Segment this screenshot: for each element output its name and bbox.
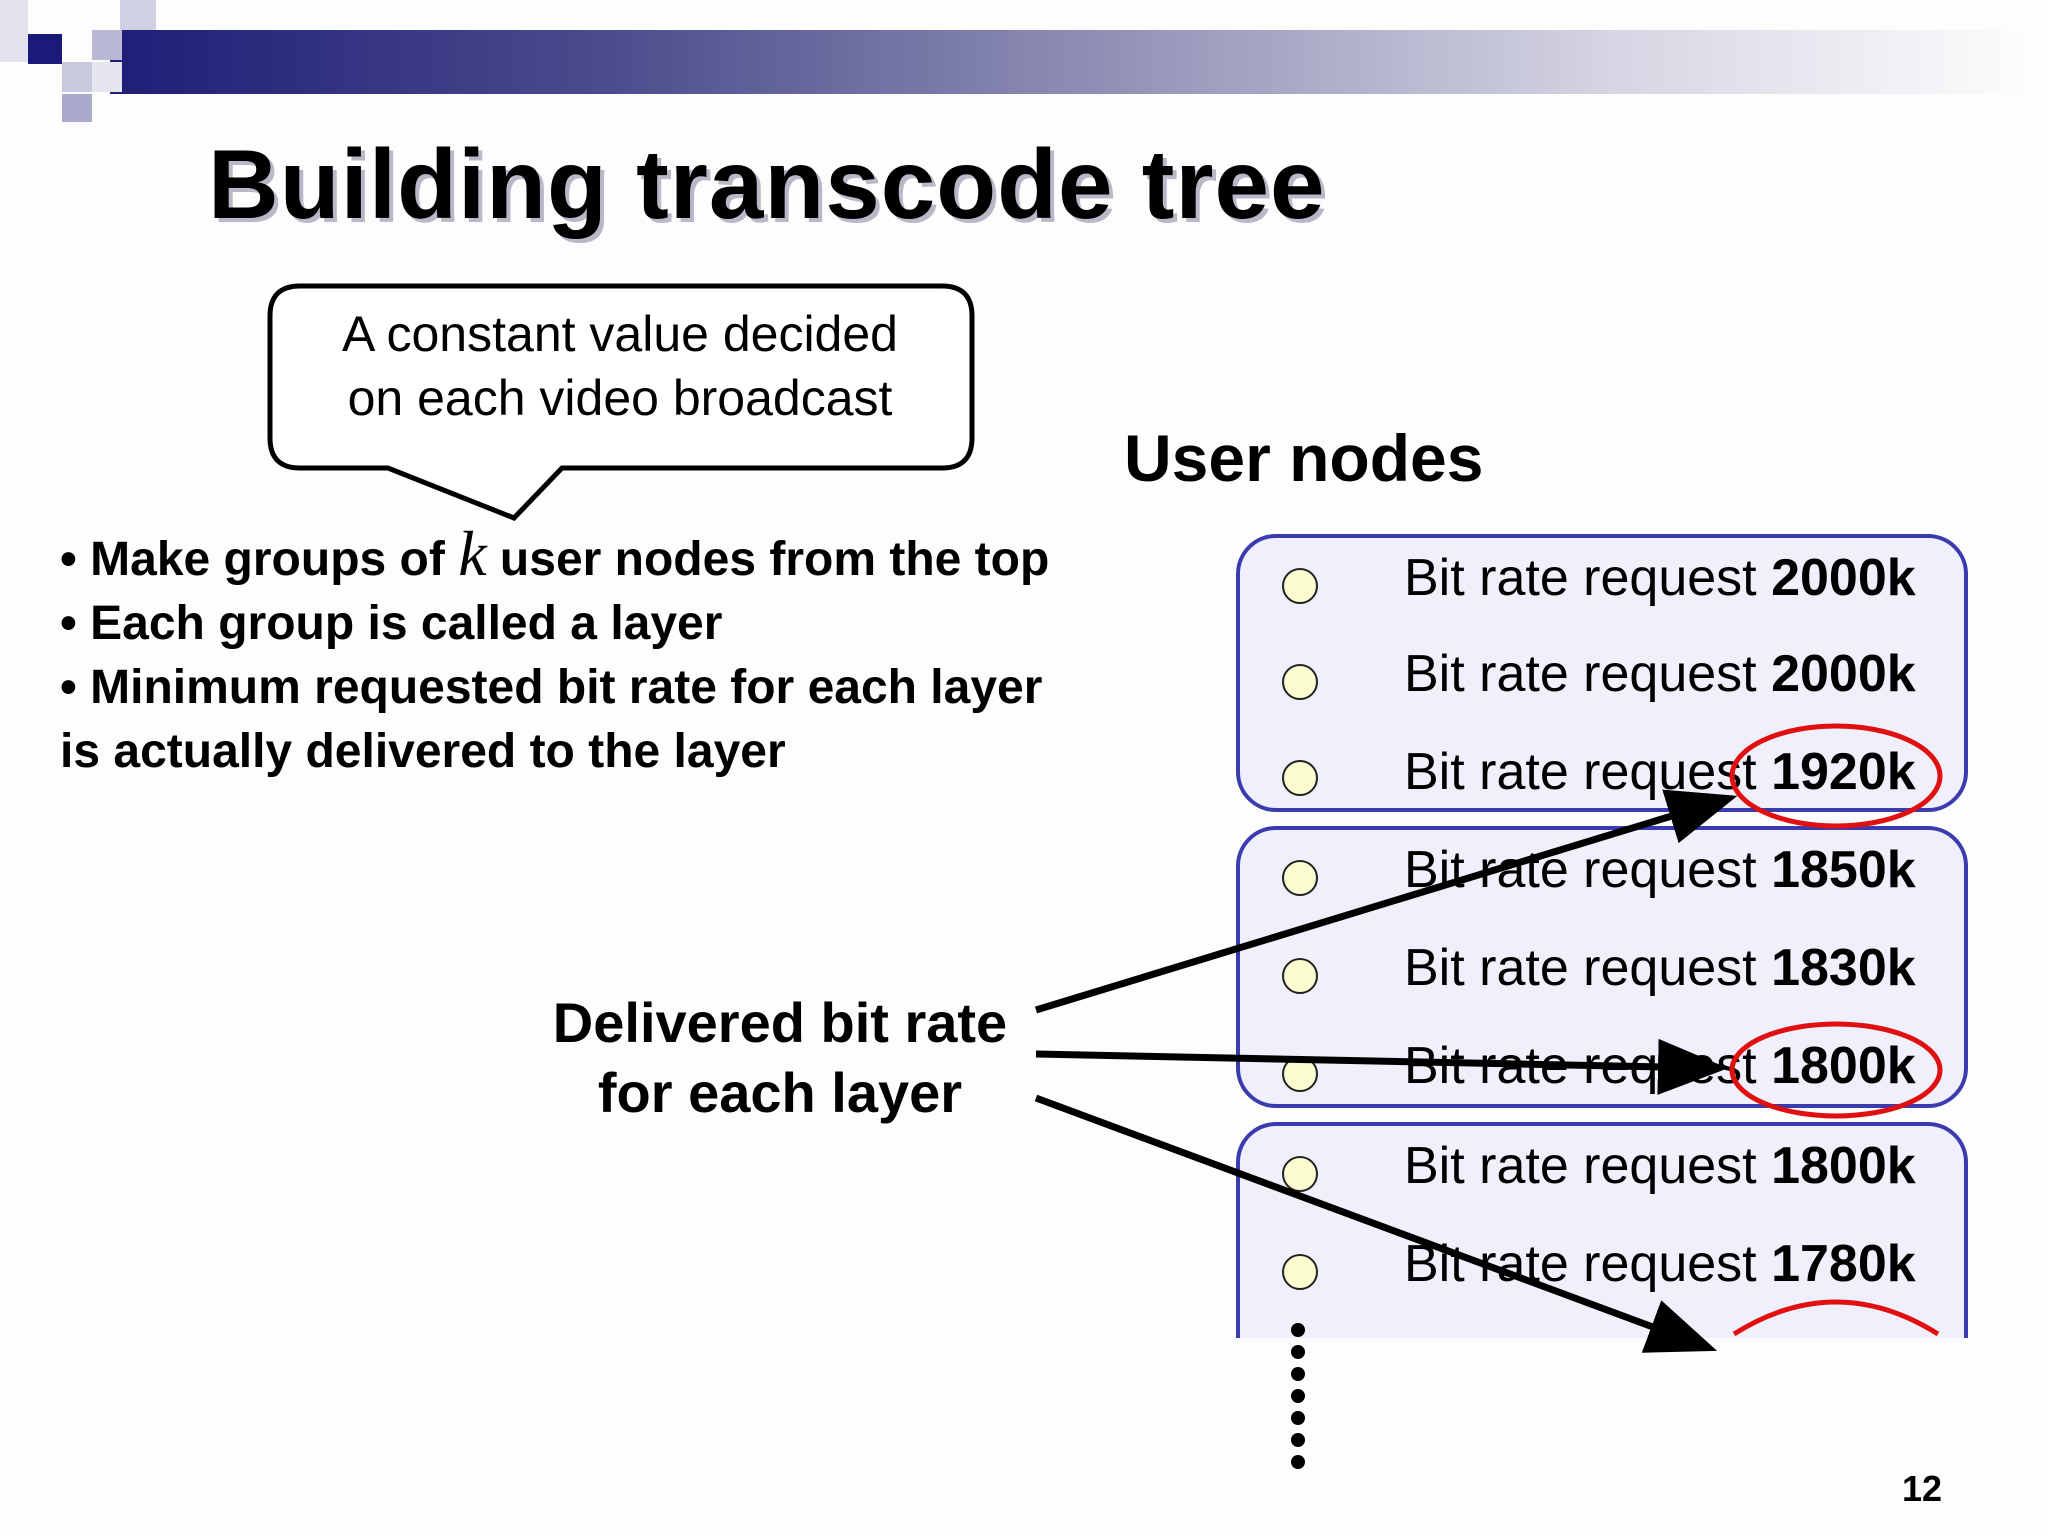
bullet-2: • Each group is called a layer — [60, 597, 723, 650]
layer-box-1 — [1236, 534, 1968, 812]
bullet-2-text: Each group is called a layer — [90, 597, 723, 650]
request-row-7: Bit rate request 1800k — [1404, 1136, 1916, 1196]
user-node-circle — [1282, 1254, 1318, 1290]
user-node-circle — [1282, 860, 1318, 896]
request-label: Bit rate request — [1404, 1235, 1772, 1293]
callout-text: A constant value decided on each video b… — [300, 302, 940, 430]
logo-square-light — [0, 0, 28, 62]
user-node-circle — [1282, 760, 1318, 796]
request-value: 2000k — [1771, 549, 1916, 607]
arrow-to-next-layer — [1034, 1094, 1718, 1353]
request-label: Bit rate request — [1404, 645, 1772, 703]
callout-line-1: A constant value decided — [342, 306, 898, 362]
delivered-bit-rate-label: Delivered bit rate for each layer — [520, 988, 1040, 1128]
highlight-ellipse-1800k — [1729, 1021, 1943, 1119]
request-value: 1780k — [1771, 1235, 1916, 1293]
request-row-1: Bit rate request 2000k — [1404, 548, 1916, 608]
request-value: 1830k — [1771, 939, 1916, 997]
slide-title: Building transcode tree — [208, 129, 1326, 239]
request-row-2: Bit rate request 2000k — [1404, 644, 1916, 704]
user-node-circle — [1282, 1156, 1318, 1192]
bullet-3-text-a: Minimum requested bit rate for each laye… — [90, 661, 1043, 714]
delivered-label-line-1: Delivered bit rate — [552, 991, 1008, 1054]
callout-line-2: on each video broadcast — [347, 370, 893, 426]
bullet-list: • Make groups of k user nodes from the t… — [60, 522, 1049, 784]
user-node-circle — [1282, 664, 1318, 700]
highlight-ellipse-1920k — [1729, 723, 1943, 829]
request-label: Bit rate request — [1404, 1137, 1772, 1195]
user-nodes-heading: User nodes — [1124, 421, 1484, 495]
request-label: Bit rate request — [1404, 549, 1772, 607]
bullet-3-continued: is actually delivered to the layer — [60, 725, 786, 778]
request-row-5: Bit rate request 1830k — [1404, 938, 1916, 998]
bullet-1: • Make groups of k user nodes from the t… — [60, 518, 1050, 589]
highlight-ellipse-partial — [1732, 1299, 1940, 1337]
logo-square-mid — [120, 0, 156, 30]
arrow-to-1920k — [1034, 789, 1738, 1014]
request-row-4: Bit rate request 1850k — [1404, 840, 1916, 900]
bullet-3: • Minimum requested bit rate for each la… — [60, 661, 1043, 714]
request-label: Bit rate request — [1404, 841, 1772, 899]
user-node-circle — [1282, 958, 1318, 994]
request-value: 2000k — [1771, 645, 1916, 703]
request-row-8: Bit rate request 1780k — [1404, 1234, 1916, 1294]
bullet-1-text-b: user nodes from the top — [486, 533, 1050, 586]
header-gradient-bar — [110, 30, 2048, 94]
callout-bubble — [267, 283, 975, 521]
logo-square-dark — [28, 34, 62, 64]
arrow-to-1800k — [1035, 1038, 1728, 1095]
delivered-label-line-2: for each layer — [597, 1061, 963, 1124]
logo-square-mid4 — [62, 94, 92, 122]
page-number: 12 — [1902, 1468, 1943, 1509]
logo-square-light2 — [92, 62, 122, 92]
variable-k: k — [458, 518, 487, 589]
request-value: 1850k — [1771, 841, 1916, 899]
layer-box-3-mask — [1230, 1338, 1976, 1398]
continuation-dots — [1291, 1323, 1305, 1469]
request-label: Bit rate request — [1404, 939, 1772, 997]
logo-square-mid3 — [62, 62, 92, 92]
bullet-1-text-a: Make groups of — [90, 533, 459, 586]
logo-square-mid2 — [92, 30, 122, 60]
user-node-circle — [1282, 568, 1318, 604]
request-value: 1920k — [1771, 743, 1916, 801]
request-value: 1800k — [1771, 1037, 1916, 1095]
request-value: 1800k — [1771, 1137, 1916, 1195]
